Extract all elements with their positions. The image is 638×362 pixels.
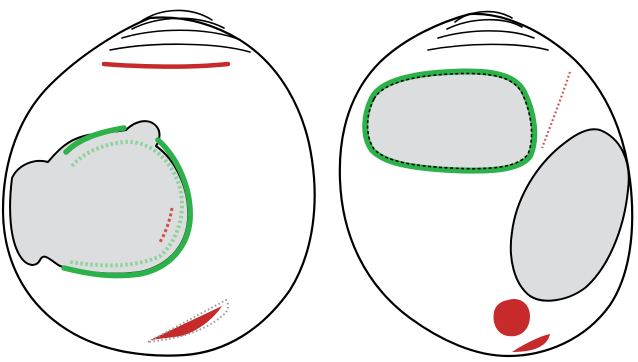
left-red-apex-scar <box>104 64 228 67</box>
right-upper-patch <box>365 72 534 171</box>
right-shell <box>340 12 632 356</box>
right-red-blob <box>494 299 530 336</box>
left-shell <box>3 10 315 355</box>
